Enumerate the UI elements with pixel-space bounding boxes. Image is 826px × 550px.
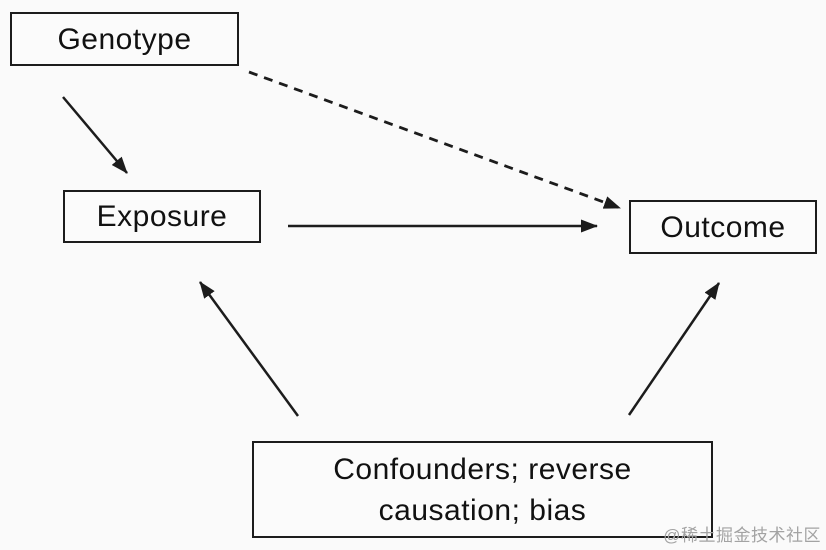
node-outcome: Outcome: [629, 200, 817, 254]
arrow-genotype-to-outcome-dashed: [248, 70, 621, 210]
arrow-genotype-to-exposure: [62, 96, 128, 174]
arrow-confounders-to-outcome: [627, 282, 721, 416]
node-genotype-label: Genotype: [57, 22, 192, 56]
node-genotype: Genotype: [10, 12, 239, 66]
node-exposure: Exposure: [63, 190, 261, 243]
arrow-confounders-to-exposure: [198, 281, 300, 417]
node-exposure-label: Exposure: [96, 200, 228, 233]
watermark: @稀土掘金技术社区: [663, 526, 821, 545]
node-outcome-label: Outcome: [660, 210, 786, 244]
node-confounders-label: Confounders; reverse causation; bias: [333, 452, 632, 527]
node-confounders: Confounders; reverse causation; bias: [252, 441, 713, 538]
